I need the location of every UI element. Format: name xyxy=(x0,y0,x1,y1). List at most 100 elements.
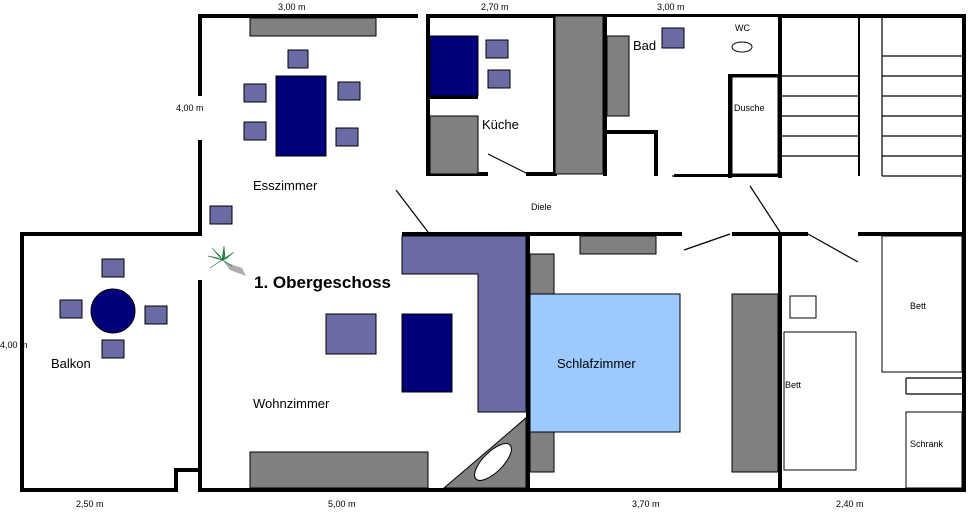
room-label-schlafzimmer: Schlafzimmer xyxy=(557,356,636,371)
kitchen-stool xyxy=(485,39,509,59)
dining-chair xyxy=(243,121,267,141)
wall-balkon-top xyxy=(20,232,202,236)
plant-icon xyxy=(207,245,246,276)
tv-bench xyxy=(249,451,429,489)
nightstand xyxy=(529,431,555,473)
wall-mid-horizontal-2 xyxy=(732,232,808,236)
wall-dusche-left xyxy=(728,74,732,178)
wall-dusche-bottom xyxy=(728,174,782,177)
dimension-top-3: 3,00 m xyxy=(657,2,685,12)
bad-stool xyxy=(661,27,685,49)
stairs xyxy=(782,16,962,177)
kind-box xyxy=(789,295,817,319)
wall-mid-horizontal-1 xyxy=(402,232,682,236)
door-kueche xyxy=(487,153,529,175)
wall-top-mid xyxy=(426,14,606,18)
room-label-schrank: Schrank xyxy=(910,439,944,449)
armchair xyxy=(325,313,377,355)
room-label-kueche: Küche xyxy=(482,117,519,132)
dimension-bottom-1: 2,50 m xyxy=(76,499,104,509)
dimension-bottom-2: 5,00 m xyxy=(328,499,356,509)
door-schlaf xyxy=(683,233,731,251)
wall-mid-horizontal-3 xyxy=(858,232,966,236)
wall-stairs-left-top xyxy=(780,14,782,176)
room-label-wc: WC xyxy=(735,23,750,33)
wall-bottom-notch-2 xyxy=(174,468,202,472)
room-label-bett-2: Bett xyxy=(910,301,927,311)
sofa-l-shape xyxy=(401,235,527,413)
dimensions: 3,00 m 2,70 m 3,00 m 4,00 m 4,00 m 2,50 … xyxy=(0,2,864,509)
dimension-bottom-3: 3,70 m xyxy=(632,499,660,509)
door-esszimmer xyxy=(395,189,429,233)
balkon-chair xyxy=(59,299,83,319)
wall-stairs-left xyxy=(858,14,860,176)
dimension-left-upper: 4,00 m xyxy=(176,103,204,113)
balkon-table xyxy=(90,288,136,334)
kitchen-cabinet-tall xyxy=(554,15,604,175)
wall-right xyxy=(962,14,966,492)
schlaf-shelf xyxy=(579,235,657,255)
chair-esszimmer-corner xyxy=(209,205,233,225)
bed-kind-1 xyxy=(783,331,857,471)
wall-kueche-bottom-right xyxy=(526,172,557,176)
dimension-left-lower: 4,00 m xyxy=(0,340,28,350)
double-bed xyxy=(529,293,681,433)
wall-bottom-notch-1 xyxy=(174,468,178,492)
labels: 1. Obergeschoss Esszimmer Küche Bad WC D… xyxy=(51,23,944,449)
nightstand xyxy=(529,253,555,295)
room-label-bad: Bad xyxy=(633,38,656,53)
toilet-icon xyxy=(731,41,753,53)
dining-chair xyxy=(335,127,359,147)
kitchen-cabinet xyxy=(429,115,479,175)
wall-top-left xyxy=(198,14,418,18)
dining-chair xyxy=(243,83,267,103)
wall-left-upper xyxy=(198,14,202,96)
dimension-bottom-4: 2,40 m xyxy=(836,499,864,509)
bed-kind-2 xyxy=(881,235,963,373)
wall-bottom-main xyxy=(198,488,966,492)
room-label-esszimmer: Esszimmer xyxy=(253,178,318,193)
bad-cabinet xyxy=(606,35,630,117)
wall-bottom-balkon xyxy=(20,488,176,492)
wall-bottom-notch-3 xyxy=(198,468,202,492)
dining-table xyxy=(275,75,327,157)
room-label-bett-1: Bett xyxy=(785,380,802,390)
dining-chair xyxy=(337,81,361,101)
room-label-diele: Diele xyxy=(531,202,552,212)
door-kind xyxy=(807,233,859,263)
wall-left-upper-2 xyxy=(198,140,202,236)
wall-kueche-left xyxy=(426,14,430,176)
wall-top-right xyxy=(780,14,966,18)
corner-cabinet xyxy=(442,416,527,489)
balkon-chair xyxy=(144,305,168,325)
wall-bad-inner xyxy=(603,130,658,134)
door-dusche xyxy=(749,185,781,233)
wall-schlaf-right xyxy=(778,232,782,492)
wall-dusche-top xyxy=(728,74,782,77)
schrank xyxy=(905,411,963,489)
balkon-chair xyxy=(101,339,125,359)
kitchen-counter xyxy=(429,35,479,97)
sideboard-esszimmer xyxy=(249,17,377,37)
dining-chair xyxy=(287,49,309,69)
dimension-top-1: 3,00 m xyxy=(278,2,306,12)
wall-bad-inner-2 xyxy=(654,130,658,176)
wall-schlaf-left xyxy=(526,232,530,492)
wall-wohn-left xyxy=(198,280,202,470)
room-label-wohnzimmer: Wohnzimmer xyxy=(253,396,330,411)
wall-bad-left xyxy=(603,14,607,176)
balkon-chair xyxy=(101,258,125,278)
dimension-top-2: 2,70 m xyxy=(481,2,509,12)
wall-kueche-shelf xyxy=(428,96,478,99)
wardrobe-schlaf xyxy=(731,293,779,473)
floor-title: 1. Obergeschoss xyxy=(254,273,391,292)
wall-balkon-left xyxy=(20,232,24,492)
room-label-balkon: Balkon xyxy=(51,356,91,371)
bathtub-icon xyxy=(474,443,512,481)
kitchen-stool xyxy=(487,69,511,89)
coffee-table xyxy=(401,313,453,393)
dusche-box xyxy=(731,76,779,175)
wall-top-bad xyxy=(606,14,780,17)
room-label-dusche: Dusche xyxy=(734,103,765,113)
